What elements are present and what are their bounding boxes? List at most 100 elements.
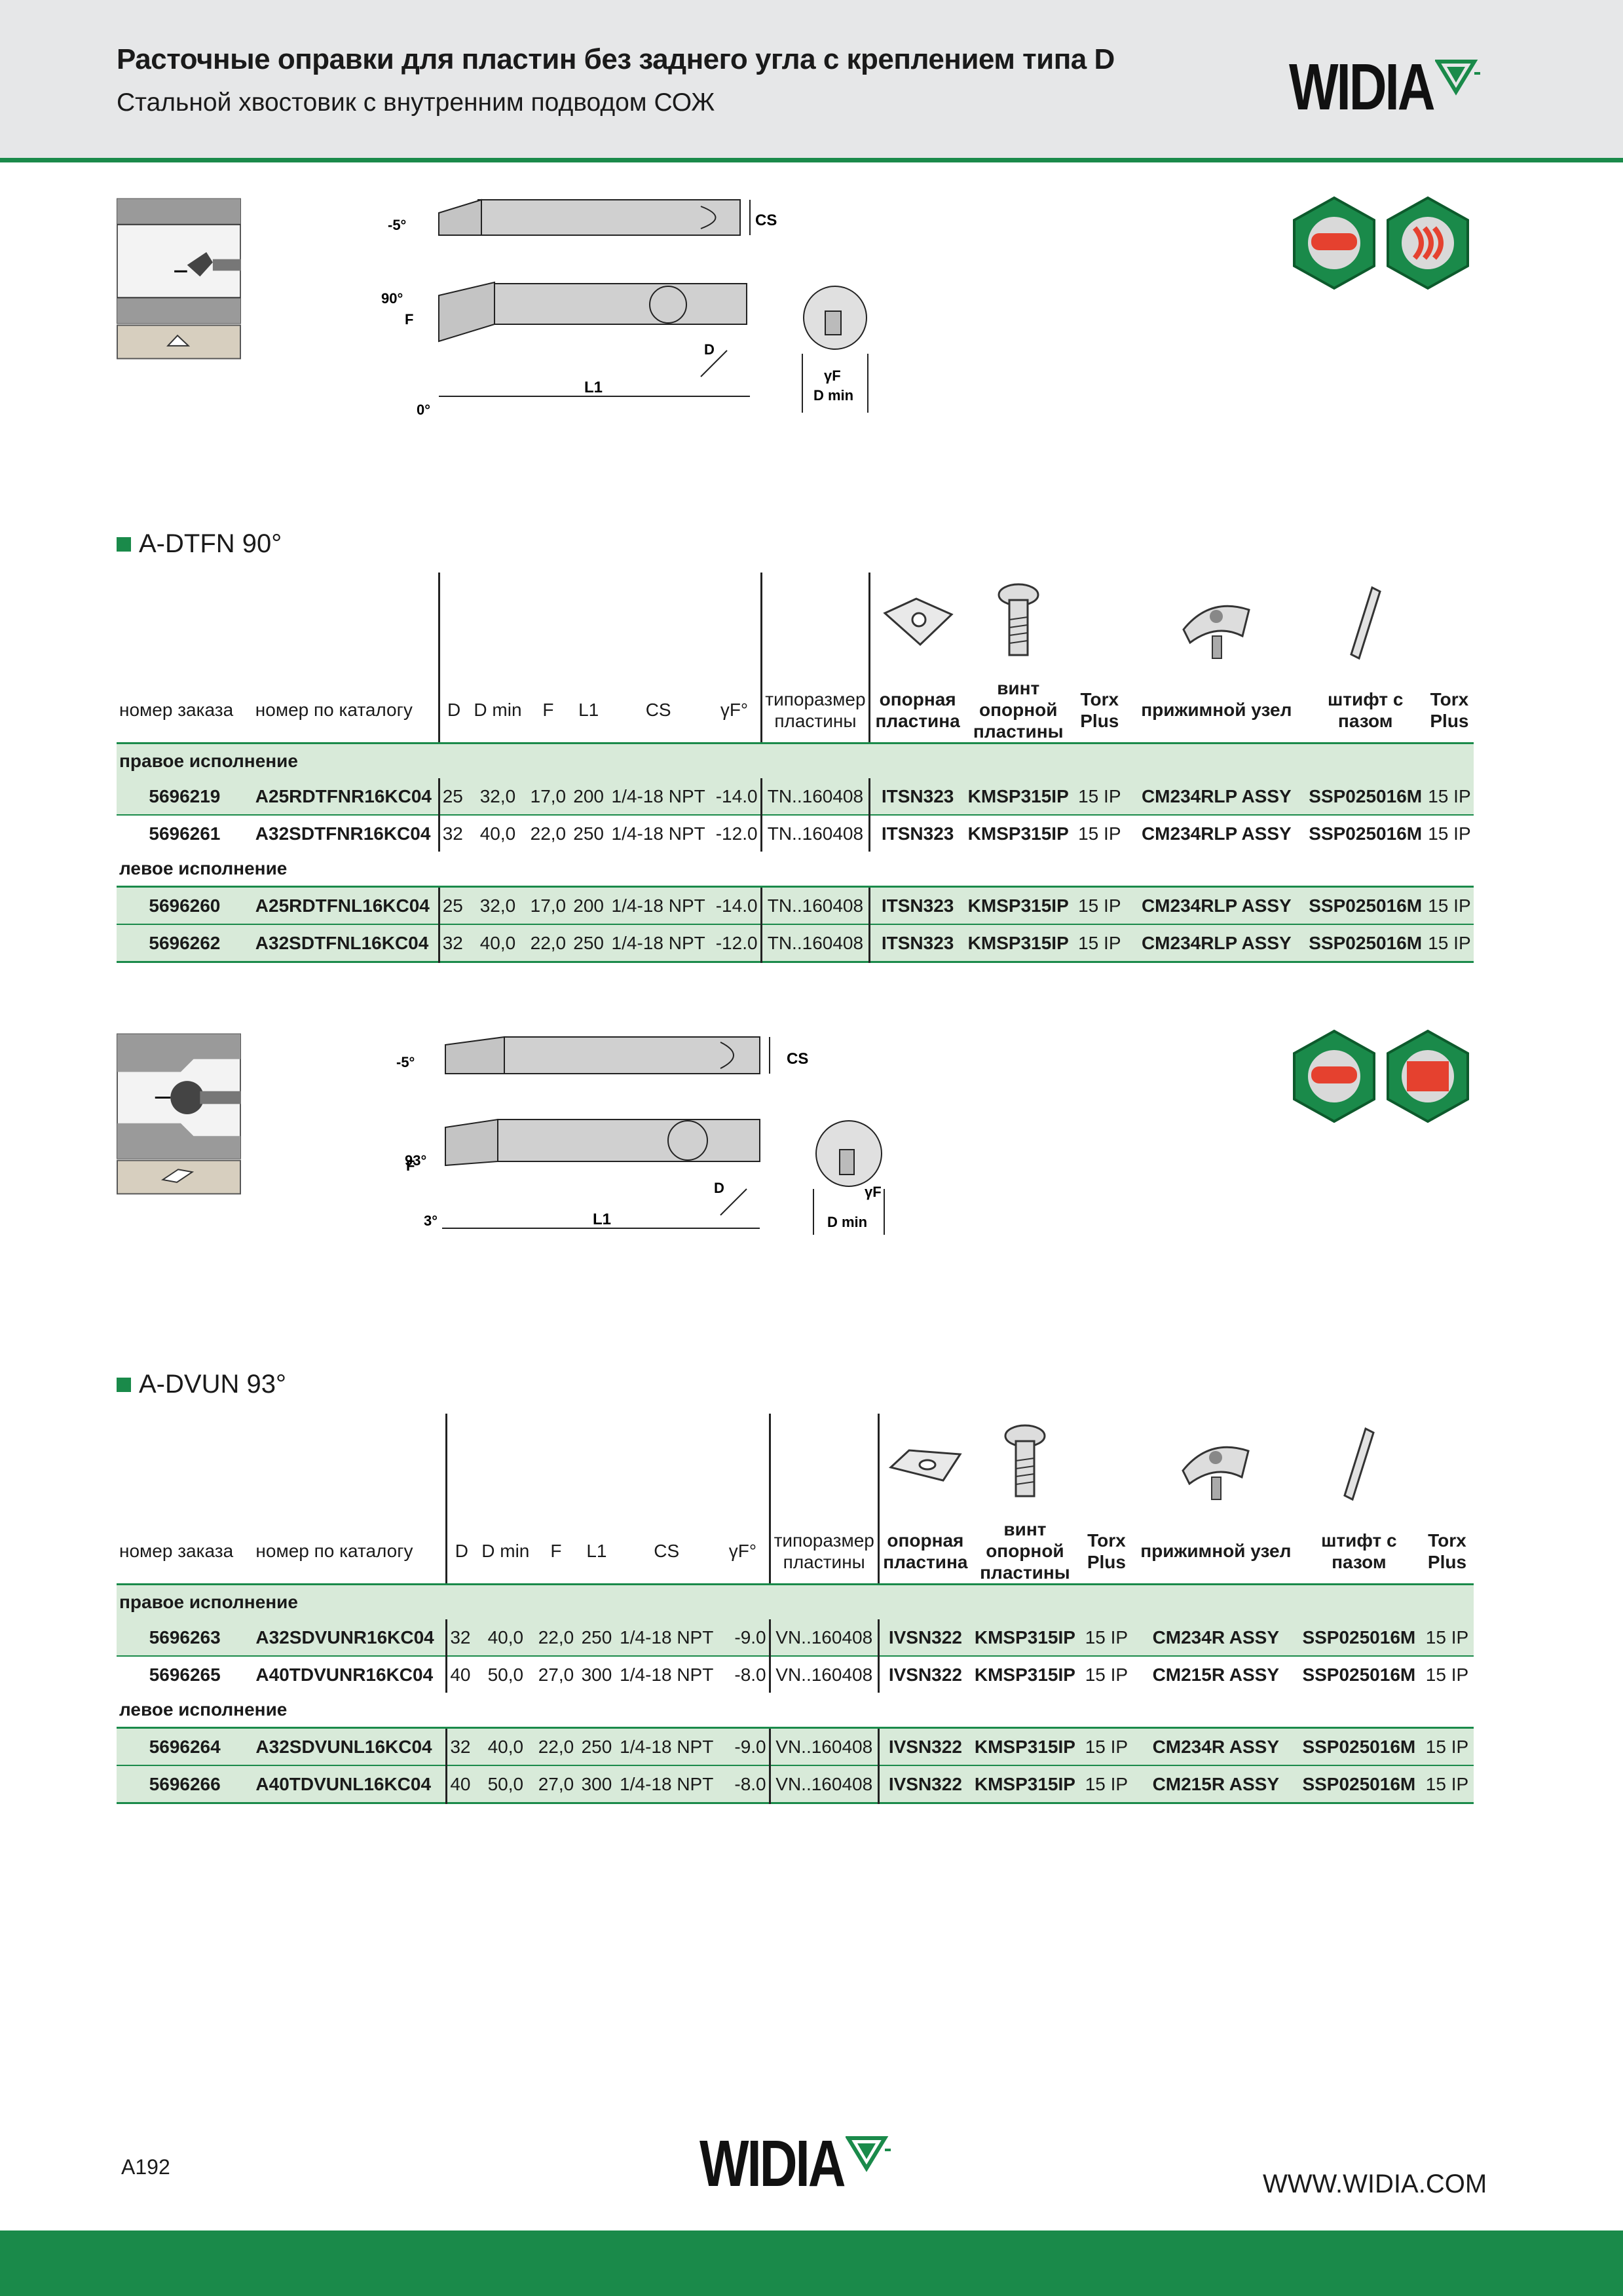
cell-shim: IVSN322: [877, 1765, 971, 1803]
col-d: D: [438, 677, 468, 744]
internal-coolant-icon: [1293, 196, 1375, 290]
col-f: F: [527, 677, 569, 744]
cell-pin: SSP025016M: [1305, 886, 1425, 925]
col-gamma: γF°: [717, 1518, 770, 1585]
cell-cs: 1/4-18 NPT: [608, 778, 709, 816]
col-l1: L1: [569, 677, 608, 744]
cell-shim: ITSN323: [868, 778, 965, 816]
cell-d: 32: [438, 815, 468, 852]
cell-order: 5696265: [149, 1664, 221, 1685]
application-thumbnail-2: [117, 1033, 241, 1195]
tool-drawing-1: CS -5° 90° F D L1 0° γF D min: [381, 198, 868, 418]
group-label: левое исполнение: [117, 1693, 1474, 1729]
cell-order: 5696219: [117, 778, 253, 816]
cell-f: 22,0: [527, 924, 569, 962]
cell-l1: 250: [569, 924, 608, 962]
cell-shim: ITSN323: [868, 815, 965, 852]
internal-coolant-icon: [1293, 1029, 1375, 1123]
dim-f-label: F: [405, 311, 413, 328]
cell-gamma: -12.0: [715, 823, 758, 844]
col-shim-screw: винт опорной пластины: [971, 1518, 1079, 1585]
dim-angle-three-label: 3°: [424, 1213, 438, 1229]
dim-gamma-label: γF: [824, 367, 841, 384]
cell-dmin: 50,0: [487, 1664, 524, 1685]
col-shim: опорная пластина: [868, 677, 965, 744]
cell-clamp: CM215R ASSY: [1152, 1664, 1280, 1685]
cell-torx: 15 IP: [1078, 1765, 1134, 1803]
group-right-hand: правое исполнение: [117, 743, 1474, 778]
group-left-hand: левое исполнение: [117, 1693, 1474, 1729]
cell-screw: KMSP315IP: [974, 1664, 1075, 1685]
cell-catalog: A32SDVUNL16KC04: [253, 1727, 447, 1766]
cell-torx: 15 IP: [1078, 1727, 1134, 1766]
cell-gamma: -9.0: [717, 1619, 770, 1657]
col-order-number: номер заказа: [117, 677, 253, 744]
cell-shim: IVSN322: [877, 1619, 971, 1657]
cell-pin: SSP025016M: [1297, 1765, 1421, 1803]
widia-v-icon: [845, 2136, 891, 2172]
cell-torx: 15 IP: [1428, 823, 1471, 844]
cell-order: 5696264: [117, 1727, 253, 1766]
cell-f: 17,0: [527, 886, 569, 925]
cell-catalog: A40TDVUNL16KC04: [253, 1765, 447, 1803]
col-dmin: D min: [468, 677, 528, 744]
dim-gamma-label-2: γF: [865, 1184, 882, 1200]
cell-insert: VN..160408: [768, 1727, 879, 1766]
cell-cs: 1/4-18 NPT: [616, 1765, 717, 1803]
group-label: правое исполнение: [117, 1584, 1474, 1619]
footer-widia-logo: WIDIA: [700, 2130, 891, 2196]
cell-screw: KMSP315IP: [964, 778, 1072, 816]
widia-v-icon: [1434, 60, 1480, 96]
slotted-pin-icon: [1343, 1427, 1375, 1501]
cell-f: 27,0: [538, 1664, 574, 1685]
cell-shim: ITSN323: [868, 924, 965, 962]
cell-dmin: 32,0: [468, 778, 528, 816]
cell-shim: IVSN322: [877, 1727, 971, 1766]
cell-clamp: CM234RLP ASSY: [1141, 823, 1292, 844]
cell-f: 27,0: [535, 1765, 577, 1803]
cell-gamma: -12.0: [708, 924, 762, 962]
cell-clamp: CM234RLP ASSY: [1127, 924, 1306, 962]
dim-angle-side-label: 90°: [381, 290, 403, 307]
section-bullet: [117, 536, 131, 552]
col-f: F: [535, 1518, 577, 1585]
cell-screw: KMSP315IP: [971, 1619, 1079, 1657]
cell-d: 25: [438, 778, 468, 816]
cell-catalog: A25RDTFNR16KC04: [252, 778, 439, 816]
col-catalog-number: номер по каталогу: [252, 677, 439, 744]
cell-l1: 250: [573, 823, 604, 844]
dim-angle-top-label-2: -5°: [396, 1054, 415, 1070]
coolant-icons-1: [1293, 196, 1469, 290]
dim-angle-side-label-2: 93°: [405, 1152, 426, 1169]
icon-row: [117, 1414, 1474, 1518]
cell-insert: VN..160408: [768, 1765, 879, 1803]
col-shim-screw: винт опорной пластины: [964, 677, 1072, 744]
section-title-text: A-DVUN 93°: [139, 1370, 286, 1399]
cell-cs: 1/4-18 NPT: [616, 1727, 717, 1766]
group-left-hand: левое исполнение: [117, 852, 1474, 888]
section-title-text: A-DTFN 90°: [139, 529, 282, 558]
slotted-pin-icon: [1349, 586, 1381, 660]
table-row: 5696261 A32SDTFNR16KC04 32 40,0 22,0 250…: [117, 815, 1474, 852]
cell-torx: 15 IP: [1425, 1664, 1469, 1685]
cell-shim: ITSN323: [868, 886, 965, 925]
dim-d-label-2: D: [714, 1180, 724, 1196]
cell-dmin: 40,0: [468, 924, 528, 962]
cell-f: 17,0: [527, 778, 569, 816]
header-row: номер заказа номер по каталогу D D min F…: [117, 677, 1474, 744]
cell-order: 5696262: [117, 924, 253, 962]
cell-torx: 15 IP: [1420, 1765, 1474, 1803]
website-url[interactable]: WWW.WIDIA.COM: [1263, 2170, 1487, 2198]
cell-clamp: CM234R ASSY: [1134, 1619, 1297, 1657]
dim-dmin-label: D min: [813, 387, 853, 404]
cell-torx: 15 IP: [1072, 778, 1128, 816]
cell-d: 32: [445, 1619, 476, 1657]
col-insert-size: типоразмер пластины: [760, 677, 870, 744]
icon-row: [117, 573, 1474, 677]
spec-table-dvun: номер заказа номер по каталогу D D min F…: [117, 1414, 1474, 1804]
cell-d: 32: [438, 924, 468, 962]
cell-torx: 15 IP: [1078, 1619, 1134, 1657]
col-shim: опорная пластина: [877, 1518, 971, 1585]
cell-l1: 300: [581, 1664, 612, 1685]
col-d: D: [445, 1518, 476, 1585]
